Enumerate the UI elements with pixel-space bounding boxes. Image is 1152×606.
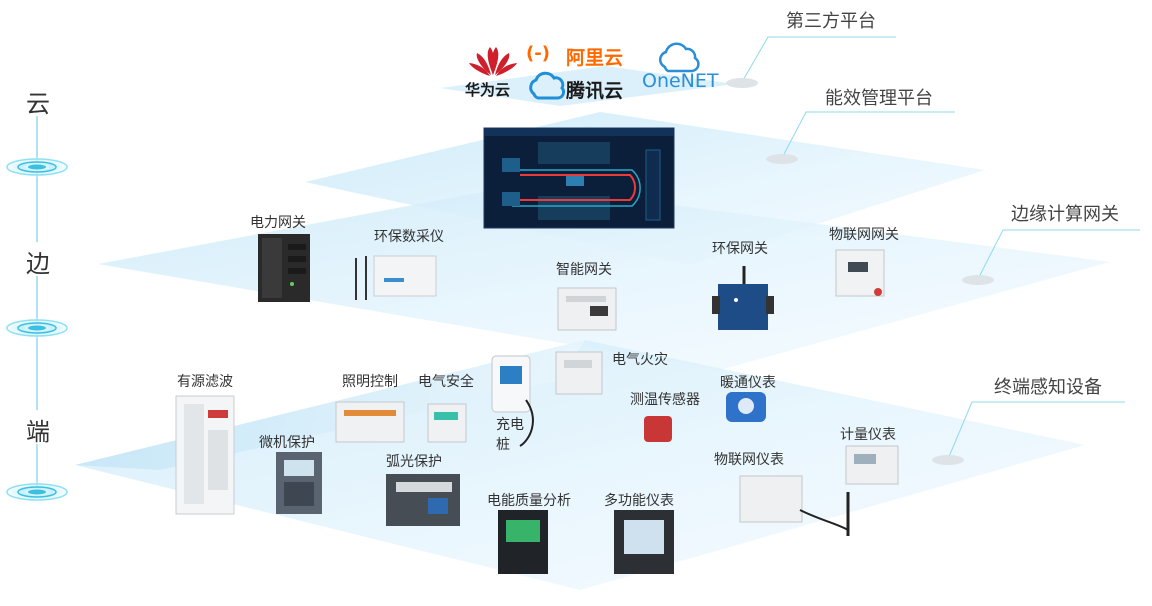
iot-gateway-device xyxy=(835,249,885,297)
tencent-cloud-icon xyxy=(529,71,566,100)
huawei-logo-icon xyxy=(469,47,517,76)
charging-pile-device xyxy=(491,355,534,447)
env-collector-device xyxy=(355,255,437,300)
layer-label-third-party: 第三方平台 xyxy=(786,11,876,32)
aliyun-mark: (-) xyxy=(526,43,550,64)
label-iot-meter: 物联网仪表 xyxy=(714,452,784,468)
tier-label-edge: 边 xyxy=(26,250,50,278)
tier-marker-cloud xyxy=(0,156,75,178)
layer-label-terminal: 终端感知设备 xyxy=(994,377,1102,398)
layer-label-energy-platform: 能效管理平台 xyxy=(825,88,933,109)
active-filter-cabinet xyxy=(175,395,235,515)
label-active-filter: 有源滤波 xyxy=(177,374,233,390)
label-iot-gateway: 物联网网关 xyxy=(829,227,899,243)
env-gateway-device xyxy=(712,266,774,330)
onenet-label: OneNET xyxy=(642,70,719,92)
hvac-meter-device xyxy=(726,392,766,422)
callout-terminal xyxy=(932,401,1125,465)
label-power-gateway: 电力网关 xyxy=(250,215,306,231)
label-electric-safety: 电气安全 xyxy=(418,374,474,390)
label-smart-gateway: 智能网关 xyxy=(556,262,612,278)
cloud-plane xyxy=(440,66,735,106)
tier-label-end: 端 xyxy=(26,418,50,446)
arc-protection-device xyxy=(386,474,460,526)
callout-energy-platform xyxy=(766,111,955,164)
tier-marker-end xyxy=(0,481,75,503)
temp-sensor-device xyxy=(644,416,672,442)
dashboard-screen xyxy=(483,127,675,229)
layer-label-edge-gateway: 边缘计算网关 xyxy=(1011,204,1119,225)
label-hvac-meter: 暖通仪表 xyxy=(720,375,776,391)
label-power-quality: 电能质量分析 xyxy=(487,493,571,509)
electric-fire-device xyxy=(555,351,603,395)
iot-meter-device xyxy=(739,475,850,536)
multifunction-meter-device xyxy=(614,510,674,574)
label-arc-protection: 弧光保护 xyxy=(386,454,442,470)
onenet-cloud-icon xyxy=(659,42,700,73)
metering-meter-device xyxy=(845,445,899,485)
edge-plane xyxy=(98,185,1110,370)
electric-safety-device xyxy=(427,403,467,443)
smart-gateway-device xyxy=(557,287,617,331)
huawei-cloud-label: 华为云 xyxy=(465,81,511,99)
label-microcomputer-protection: 微机保护 xyxy=(259,435,315,451)
callout-edge-gateway xyxy=(962,229,1140,285)
label-env-gateway: 环保网关 xyxy=(712,241,768,257)
power-gateway-device xyxy=(258,234,310,302)
tencent-cloud-label: 腾讯云 xyxy=(566,80,624,102)
label-env-collector: 环保数采仪 xyxy=(374,229,444,245)
aliyun-label: 阿里云 xyxy=(566,47,624,69)
tier-label-cloud: 云 xyxy=(26,90,50,118)
label-multifunction-meter: 多功能仪表 xyxy=(604,493,674,509)
callout-third-party xyxy=(726,36,896,88)
microcomputer-protection-device xyxy=(276,452,322,514)
label-electric-fire: 电气火灾 xyxy=(612,352,668,368)
label-lighting-control: 照明控制 xyxy=(342,374,398,390)
label-temp-sensor: 测温传感器 xyxy=(630,392,700,408)
label-charging-pile-1: 充电 xyxy=(496,417,524,433)
lighting-control-device xyxy=(335,401,405,443)
power-quality-device xyxy=(498,510,548,574)
terminal-plane xyxy=(75,340,1085,590)
tier-marker-edge xyxy=(0,317,75,339)
label-charging-pile-2: 桩 xyxy=(496,437,510,453)
label-metering-meter: 计量仪表 xyxy=(840,427,896,443)
